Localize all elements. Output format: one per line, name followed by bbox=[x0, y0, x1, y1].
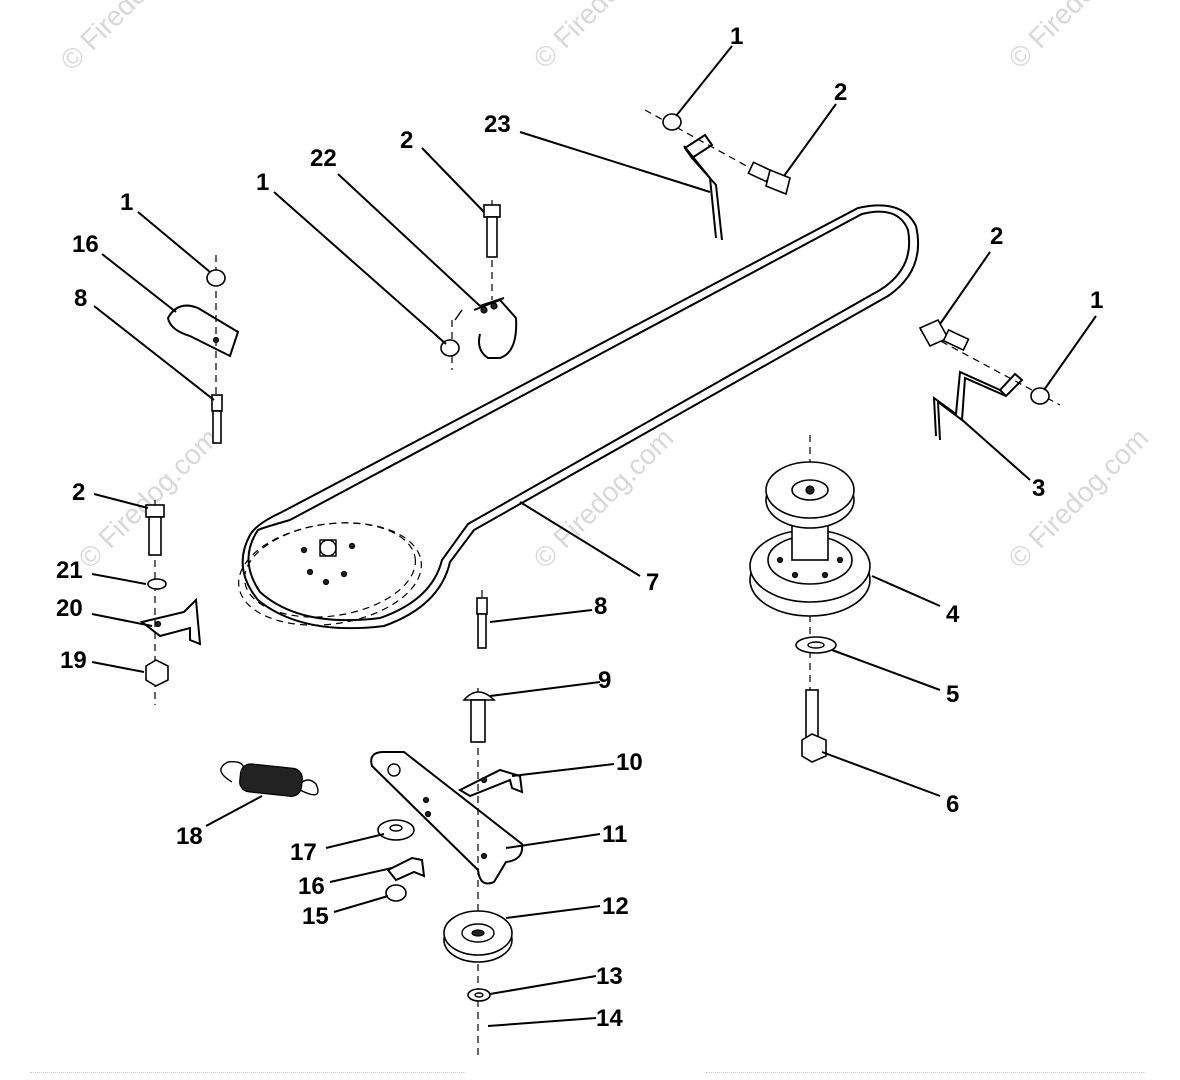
callout-label: 21 bbox=[56, 557, 83, 584]
callout-label: 15 bbox=[302, 903, 329, 930]
watermark: © Firedog.com bbox=[527, 422, 679, 574]
watermark: © Firedog.com bbox=[527, 0, 679, 74]
callout-label: 16 bbox=[72, 231, 99, 258]
callout-label: 2 bbox=[834, 79, 847, 106]
belt-guard-left bbox=[166, 255, 240, 444]
callout-label: 8 bbox=[594, 593, 607, 620]
callout-label: 20 bbox=[56, 595, 83, 622]
belt-guide-upper bbox=[644, 109, 791, 241]
belt-guide-center bbox=[440, 200, 518, 370]
callout-label: 3 bbox=[1032, 475, 1045, 502]
callout-label: 14 bbox=[596, 1005, 623, 1032]
callout-label: 18 bbox=[176, 823, 203, 850]
callout-label: 1 bbox=[730, 23, 743, 50]
callout-labels: 1 2 23 2 22 1 1 16 8 2 1 3 2 21 20 19 7 … bbox=[56, 23, 1103, 1032]
watermark: © Firedog.com bbox=[1002, 0, 1154, 74]
footer-divider-left bbox=[30, 1072, 466, 1073]
callout-label: 12 bbox=[602, 893, 629, 920]
callout-label: 10 bbox=[616, 749, 643, 776]
callout-label: 2 bbox=[990, 223, 1003, 250]
callout-label: 22 bbox=[310, 145, 337, 172]
callout-label: 4 bbox=[946, 601, 960, 628]
callout-label: 17 bbox=[290, 839, 317, 866]
belt-guide-right bbox=[918, 318, 1061, 441]
callout-label: 9 bbox=[598, 667, 611, 694]
callout-label: 23 bbox=[484, 111, 511, 138]
callout-label: 6 bbox=[946, 791, 959, 818]
drive-belt bbox=[238, 204, 920, 630]
callout-label: 2 bbox=[400, 127, 413, 154]
engine-pulley bbox=[749, 435, 871, 763]
idler-bracket-left bbox=[139, 500, 202, 705]
callout-label: 7 bbox=[646, 569, 659, 596]
callout-label: 11 bbox=[602, 821, 627, 848]
callout-label: 13 bbox=[596, 963, 623, 990]
callout-label: 5 bbox=[946, 681, 959, 708]
watermark: © Firedog.com bbox=[1002, 422, 1154, 574]
callout-label: 1 bbox=[256, 169, 269, 196]
watermark-corner: © Firedog.com bbox=[54, 0, 206, 76]
watermark-group: © Firedog.com © Firedog.com © Firedog.co… bbox=[54, 0, 1154, 574]
callout-label: 16 bbox=[298, 873, 325, 900]
callout-label: 8 bbox=[74, 285, 87, 312]
tension-spring bbox=[220, 760, 319, 797]
callout-label: 2 bbox=[72, 479, 85, 506]
callout-label: 1 bbox=[120, 189, 133, 216]
leader-lines bbox=[91, 45, 1097, 1027]
idler-assembly bbox=[370, 590, 524, 1060]
callout-label: 1 bbox=[1090, 287, 1103, 314]
footer-divider-right bbox=[706, 1072, 1146, 1073]
callout-label: 19 bbox=[60, 647, 87, 674]
